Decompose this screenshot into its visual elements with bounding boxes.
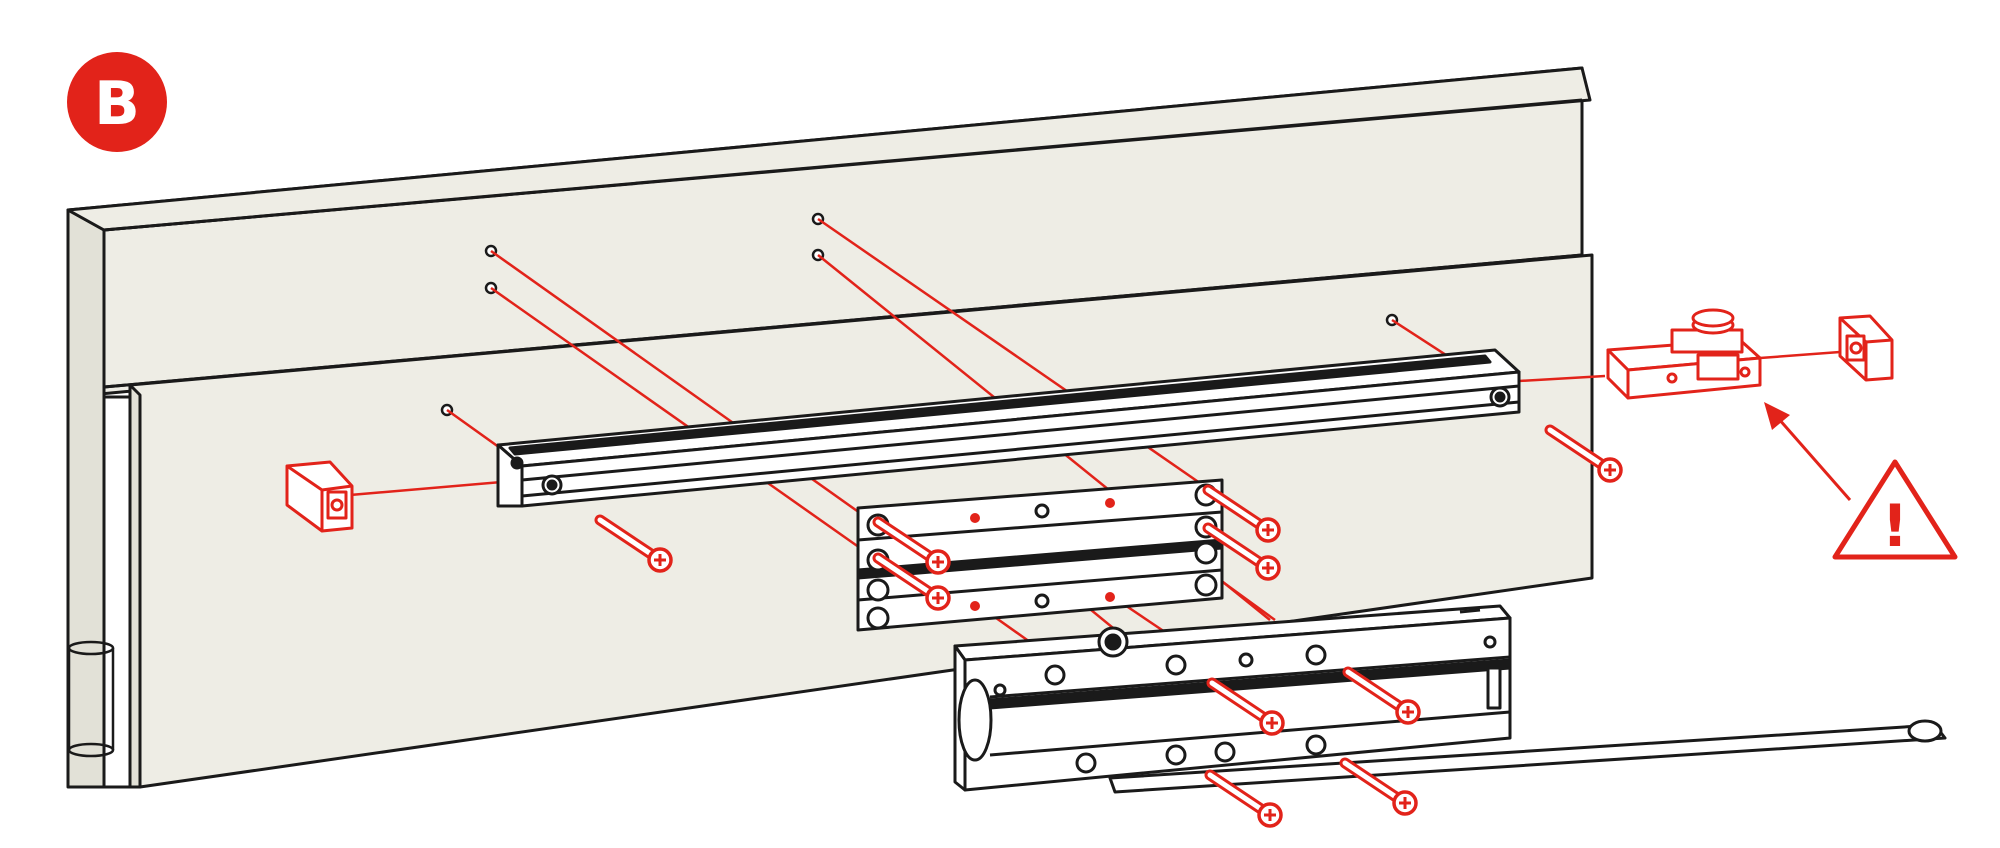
rail-end-cap-right [1838, 314, 1894, 382]
warning-indicator: ! [1764, 402, 1958, 560]
step-badge: B [67, 52, 167, 152]
slide-rail [496, 348, 1521, 508]
rail-end-cap-left [285, 460, 354, 533]
warning-symbol: ! [1882, 492, 1908, 560]
step-badge-label: B [94, 69, 140, 139]
hinge [67, 640, 115, 758]
rail-stop-block [1606, 308, 1762, 400]
closer-arm [1108, 719, 1947, 794]
warning-triangle-icon [1832, 459, 1958, 560]
door-closer-body [953, 604, 1512, 792]
